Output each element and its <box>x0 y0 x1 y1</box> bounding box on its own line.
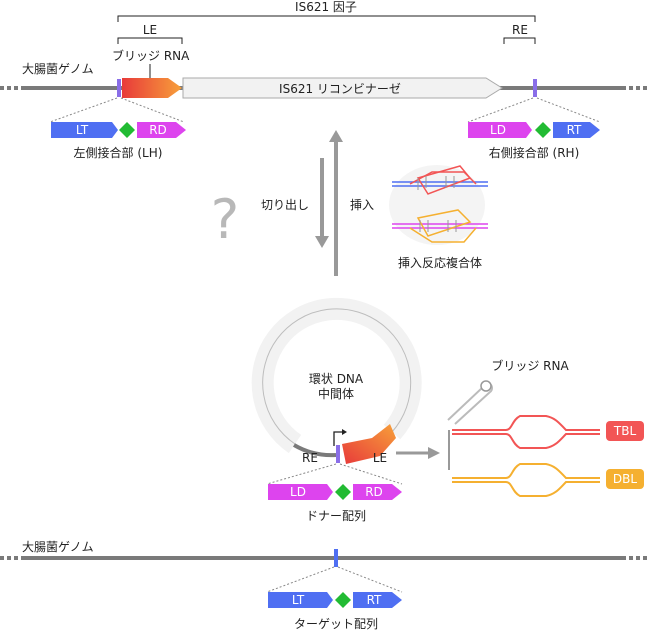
circle-title-line1: 環状 DNA <box>309 372 364 386</box>
bridge-rna-label: ブリッジ RNA <box>491 358 569 373</box>
rt-box <box>553 122 600 138</box>
question-mark: ? <box>211 188 240 251</box>
genome-label-top: 大腸菌ゲノム <box>22 62 94 76</box>
core-diamond <box>535 122 551 138</box>
element-label: IS621 因子 <box>295 0 357 14</box>
complex-caption: 挿入反応複合体 <box>398 255 482 270</box>
rt-box-label: RT <box>567 123 582 137</box>
ld-box-label: LD <box>490 123 506 137</box>
promoter-arrow <box>333 431 344 446</box>
donor-rd-box <box>353 484 402 500</box>
re-bracket: RE <box>503 23 536 44</box>
target-lt-box <box>268 592 333 608</box>
target-marker <box>334 549 338 567</box>
excision-label: 切り出し <box>261 198 309 212</box>
bridge-arrow <box>396 447 440 459</box>
recombinase-label: IS621 リコンビナーゼ <box>279 82 401 96</box>
target-lt-label: LT <box>292 593 305 607</box>
excision-arrow <box>315 158 329 248</box>
donor-caption: ドナー配列 <box>306 509 366 523</box>
dbl-badge: DBL <box>606 469 644 489</box>
core-diamond <box>335 592 351 608</box>
circle-title-line2: 中間体 <box>318 386 354 401</box>
donor-sequence: LD RD ドナー配列 <box>266 463 403 523</box>
core-diamond <box>335 484 351 500</box>
target-caption: ターゲット配列 <box>294 617 378 631</box>
le-segment <box>122 78 182 98</box>
insertion-arrow <box>329 130 343 276</box>
right-junction-marker <box>533 79 537 97</box>
target-rt-label: RT <box>367 593 382 607</box>
right-junction-caption: 右側接合部 (RH) <box>489 145 580 160</box>
re-label: RE <box>512 23 528 37</box>
recombinase-gene <box>182 77 503 99</box>
core-diamond <box>119 122 135 138</box>
target-sequence: LT RT ターゲット配列 <box>266 566 403 631</box>
bridge-rna-label-top: ブリッジ RNA <box>112 48 190 63</box>
ld-box <box>468 122 532 138</box>
rd-box-label: RD <box>149 123 167 137</box>
le-label: LE <box>143 23 157 37</box>
donor-ld-box <box>268 484 333 500</box>
donor-ld-label: LD <box>290 485 306 499</box>
right-junction: LD RT 右側接合部 (RH) <box>467 97 601 160</box>
lt-box-label: LT <box>76 123 89 137</box>
circular-intermediate <box>251 297 422 464</box>
donor-rd-label: RD <box>365 485 383 499</box>
target-rt-box <box>353 592 402 608</box>
lt-box <box>51 122 118 138</box>
circle-le-label: LE <box>373 451 387 465</box>
element-bracket: IS621 因子 <box>117 0 536 22</box>
rd-box <box>137 122 186 138</box>
tbl-badge: TBL <box>606 421 644 441</box>
genome-label-bottom: 大腸菌ゲノム <box>22 540 94 554</box>
left-junction-caption: 左側接合部 (LH) <box>74 145 163 160</box>
insertion-label: 挿入 <box>350 198 374 212</box>
insertion-complex <box>389 165 488 245</box>
tbl-label: TBL <box>613 424 637 438</box>
left-junction-marker <box>117 79 121 97</box>
bridge-rna-structure <box>447 380 600 497</box>
dbl-label: DBL <box>613 472 637 486</box>
circle-re-label: RE <box>302 451 318 465</box>
donor-junction-marker <box>336 445 340 463</box>
le-bracket: LE <box>117 23 183 44</box>
left-junction: LT RD 左側接合部 (LH) <box>49 97 186 160</box>
